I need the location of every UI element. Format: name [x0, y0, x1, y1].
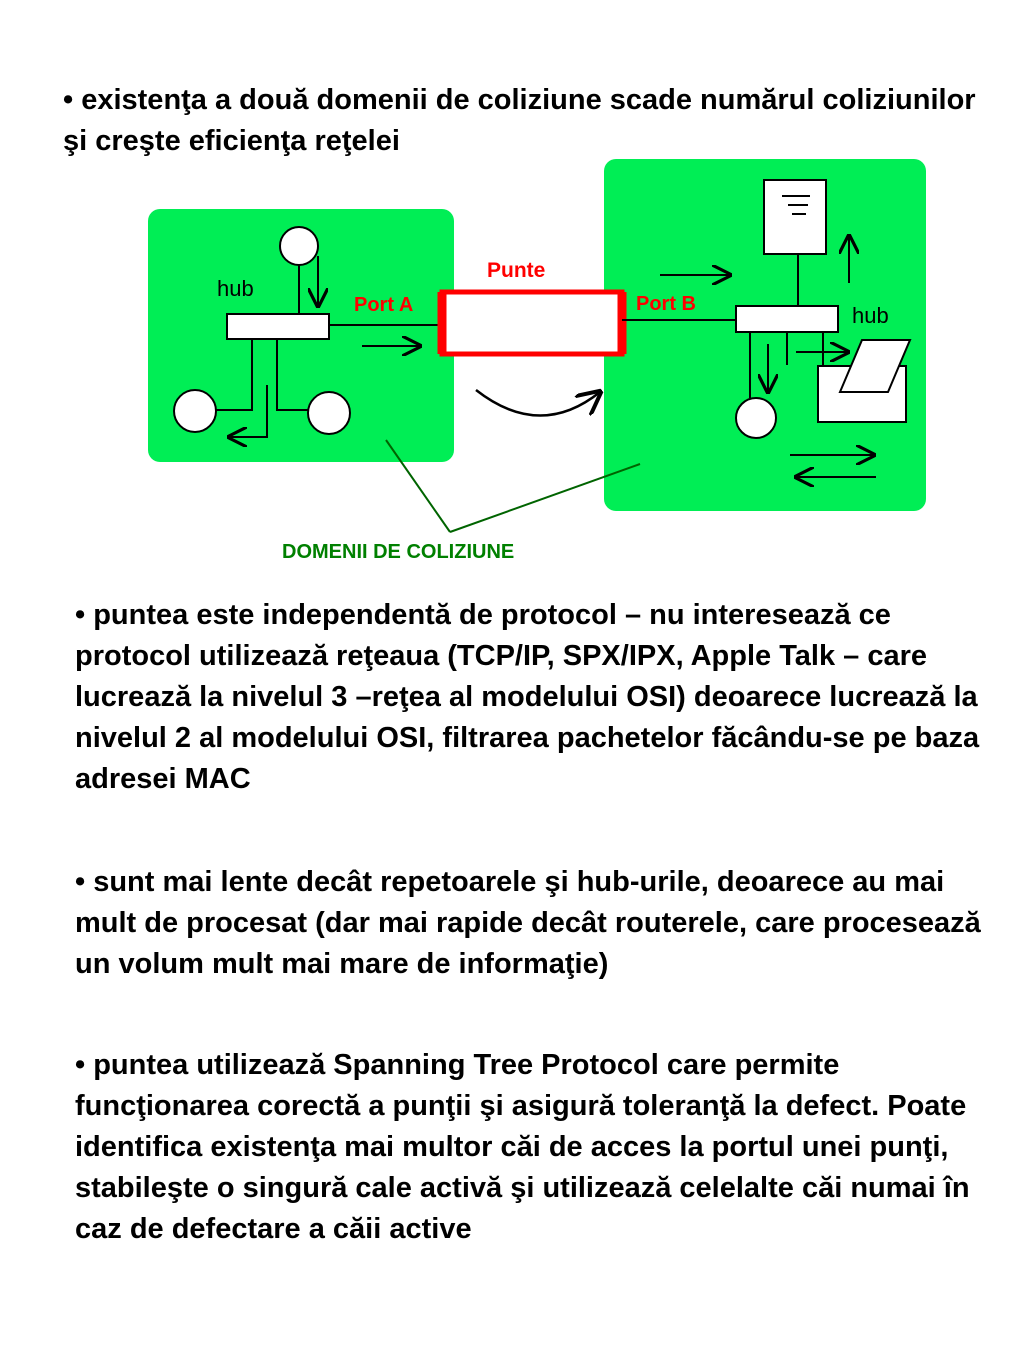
port-b-label: Port B [636, 293, 696, 315]
hub-left-label: hub [217, 276, 254, 301]
station-bottom-left-2 [307, 391, 351, 435]
paragraph-collision-domains: • existenţa a două domenii de coliziune … [63, 84, 976, 157]
station-bottom-right [735, 397, 777, 439]
domain-pointer-right [449, 463, 641, 533]
arrow-return-left [229, 385, 268, 437]
bridge-box [439, 289, 625, 357]
curved-arrow [475, 390, 600, 417]
paragraph-slower-than-hubs: • sunt mai lente decât repetoarele şi hu… [75, 866, 981, 980]
server-icon [763, 179, 827, 255]
hub-right-label: hub [852, 303, 889, 328]
domain-pointer-left [385, 439, 451, 533]
hub-left [226, 313, 330, 340]
paragraph-spanning-tree: • puntea utilizează Spanning Tree Protoc… [75, 1049, 970, 1245]
bridge-label: Punte [487, 259, 545, 282]
paragraph-protocol-independent: • puntea este independentă de protocol –… [75, 599, 980, 795]
port-a-label: Port A [354, 294, 413, 316]
domains-label: DOMENII DE COLIZIUNE [282, 541, 514, 563]
station-bottom-left-1 [173, 389, 217, 433]
hub-right [735, 305, 839, 333]
station-top-left [279, 226, 319, 266]
